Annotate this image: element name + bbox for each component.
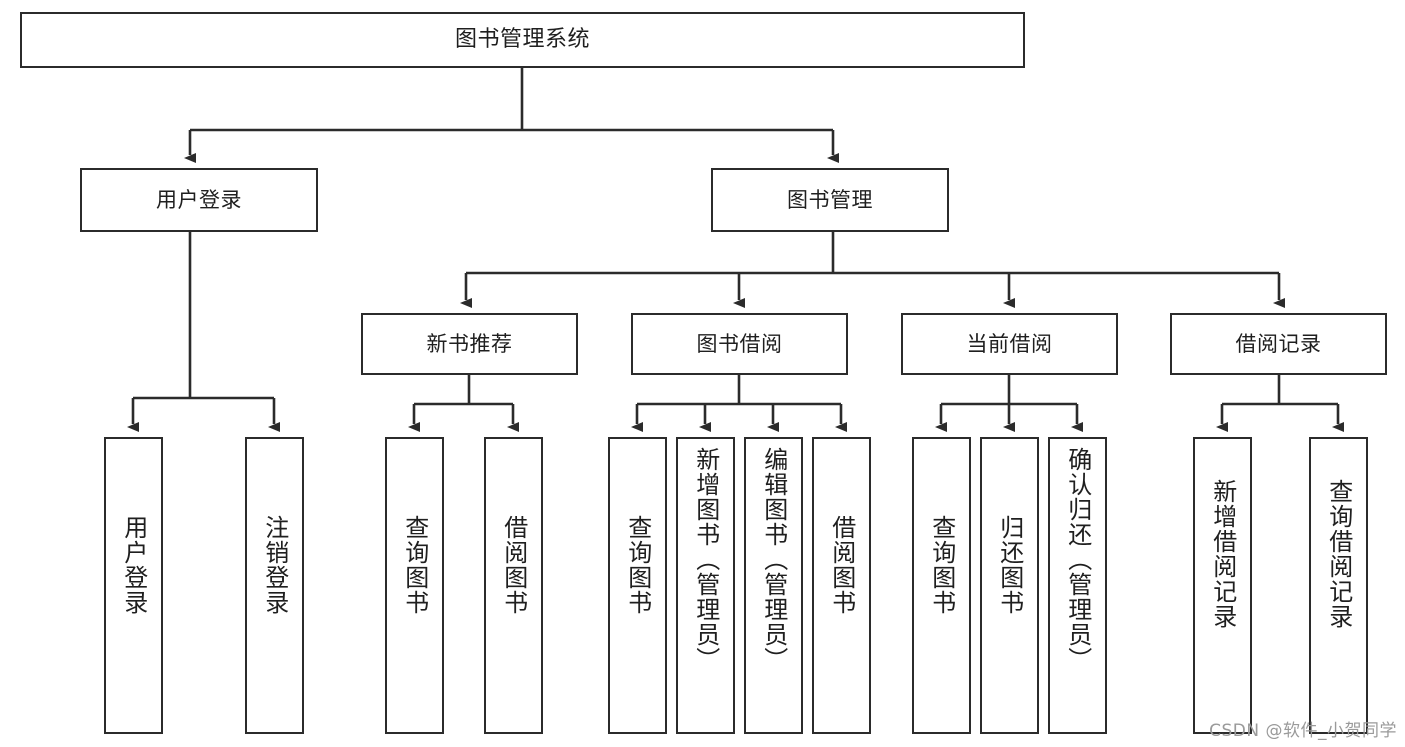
csdn-watermark: CSDN @软件_小贺同学 <box>1209 721 1397 741</box>
node-leaf-user-login[interactable]: 用户登录 <box>104 437 163 734</box>
node-root-book-management-system[interactable]: 图书管理系统 <box>20 12 1025 68</box>
node-label: 图书管理 <box>787 187 873 212</box>
node-label: 查询图书 <box>623 515 652 615</box>
node-new-book-recommend[interactable]: 新书推荐 <box>361 313 578 375</box>
node-label: 当前借阅 <box>966 331 1053 356</box>
node-leaf-edit-book[interactable]: 编辑图书（管理员） <box>744 437 803 734</box>
node-book-manage[interactable]: 图书管理 <box>711 168 949 232</box>
node-leaf-query-book-borrow[interactable]: 查询图书 <box>608 437 667 734</box>
node-label: 归还图书 <box>995 515 1024 615</box>
node-label: 查询图书 <box>927 515 956 615</box>
node-leaf-query-book-current[interactable]: 查询图书 <box>912 437 971 734</box>
node-leaf-query-book-recommend[interactable]: 查询图书 <box>385 437 444 734</box>
node-leaf-add-book[interactable]: 新增图书（管理员） <box>676 437 735 734</box>
node-label: 借阅图书 <box>827 515 856 615</box>
node-label: 确认归还（管理员） <box>1063 447 1092 672</box>
node-leaf-add-borrow-record[interactable]: 新增借阅记录 <box>1193 437 1252 734</box>
node-book-borrow[interactable]: 图书借阅 <box>631 313 848 375</box>
node-borrow-record[interactable]: 借阅记录 <box>1170 313 1387 375</box>
node-leaf-borrow-book-recommend[interactable]: 借阅图书 <box>484 437 543 734</box>
node-label: 查询图书 <box>400 515 429 615</box>
node-label: 图书管理系统 <box>454 27 590 53</box>
node-leaf-borrow-book[interactable]: 借阅图书 <box>812 437 871 734</box>
node-label: 编辑图书（管理员） <box>759 447 788 672</box>
node-leaf-logout-login[interactable]: 注销登录 <box>245 437 304 734</box>
node-label: 新增图书（管理员） <box>691 447 720 672</box>
node-leaf-confirm-return[interactable]: 确认归还（管理员） <box>1048 437 1107 734</box>
node-label: 查询借阅记录 <box>1324 479 1353 629</box>
node-label: 借阅图书 <box>499 515 528 615</box>
node-label: 注销登录 <box>260 515 289 615</box>
node-label: 新书推荐 <box>426 331 513 356</box>
node-label: 用户登录 <box>156 187 242 212</box>
node-leaf-query-borrow-record[interactable]: 查询借阅记录 <box>1309 437 1368 734</box>
node-label: 借阅记录 <box>1235 331 1322 356</box>
node-label: 用户登录 <box>119 515 148 615</box>
node-leaf-return-book[interactable]: 归还图书 <box>980 437 1039 734</box>
node-current-borrow[interactable]: 当前借阅 <box>901 313 1118 375</box>
node-label: 图书借阅 <box>696 331 783 356</box>
node-user-login[interactable]: 用户登录 <box>80 168 318 232</box>
node-label: 新增借阅记录 <box>1208 479 1237 629</box>
